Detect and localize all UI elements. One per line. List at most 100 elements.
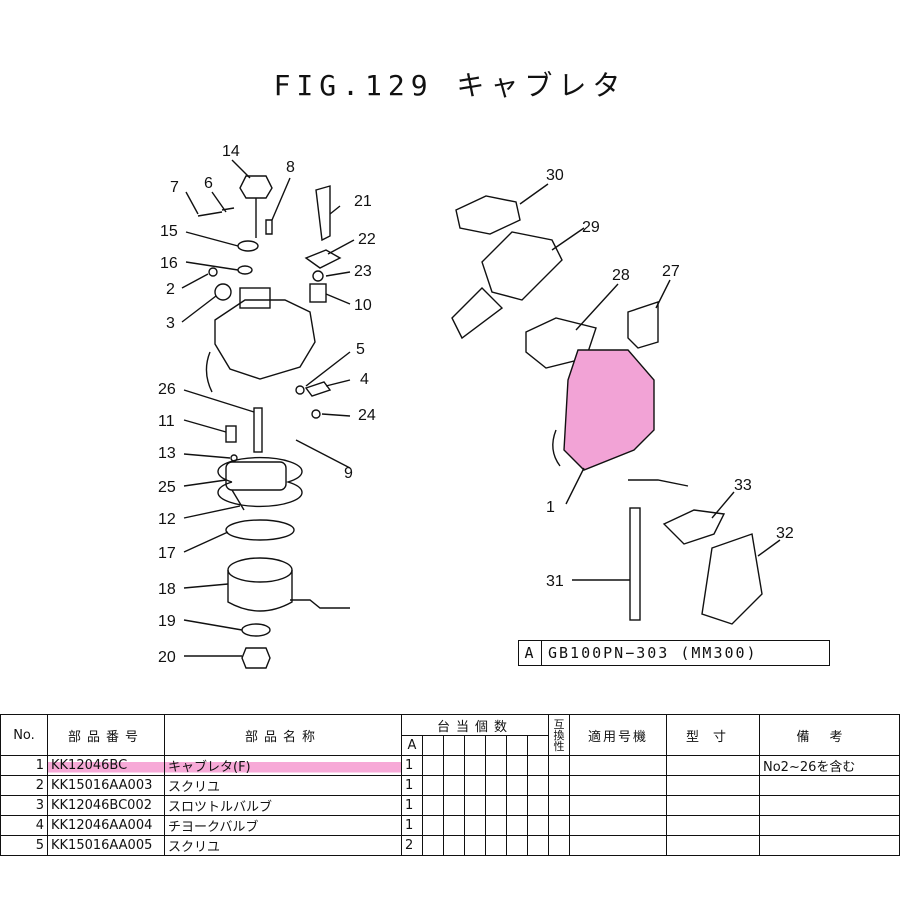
model-key: A (519, 641, 542, 665)
row-no: 4 (0, 815, 48, 836)
callout-29: 29 (582, 219, 600, 236)
callout-14: 14 (222, 143, 240, 160)
callout-11: 11 (158, 413, 175, 430)
row-part-name: スロツトルバルブ (164, 795, 402, 816)
row-part-no: KK15016AA005 (47, 835, 165, 856)
row-part-name: チヨークバルブ (164, 815, 402, 836)
qty-blank (422, 735, 444, 756)
qty-cell (464, 815, 486, 836)
qty-blank (443, 735, 465, 756)
callout-5: 5 (356, 341, 365, 358)
callout-3: 3 (166, 315, 175, 332)
qty-cell (464, 755, 486, 776)
callout-labels: 14 8 7 6 21 15 22 16 23 2 10 3 5 4 26 24… (158, 143, 794, 666)
row-no: 1 (0, 755, 48, 776)
col-no: No. (0, 714, 48, 756)
qty-cell (422, 775, 444, 796)
callout-32: 32 (776, 525, 794, 542)
callout-25: 25 (158, 479, 176, 496)
callout-18: 18 (158, 581, 176, 598)
row-remarks (759, 815, 900, 836)
col-model: 適用号機 (569, 714, 667, 756)
col-interchange: 互換性 (548, 714, 570, 756)
qty-cell (506, 835, 528, 856)
callout-17: 17 (158, 545, 176, 562)
model-value: GB100PN−303 (MM300) (548, 644, 758, 662)
size-cell (666, 775, 760, 796)
col-qty-a: A (401, 735, 423, 756)
callout-4: 4 (360, 371, 369, 388)
row-qty: 1 (401, 815, 423, 836)
row-part-name: スクリユ (164, 835, 402, 856)
qty-cell (527, 775, 549, 796)
callout-10: 10 (354, 297, 372, 314)
qty-cell (527, 795, 549, 816)
qty-cell (485, 775, 507, 796)
exploded-parts-diagram: 14 8 7 6 21 15 22 16 23 2 10 3 5 4 26 24… (158, 143, 794, 669)
size-cell (666, 795, 760, 816)
qty-cell (506, 815, 528, 836)
callout-27: 27 (662, 263, 680, 280)
interchange-cell (548, 835, 570, 856)
qty-cell (506, 775, 528, 796)
size-cell (666, 835, 760, 856)
qty-cell (443, 835, 465, 856)
qty-cell (422, 815, 444, 836)
callout-33: 33 (734, 477, 752, 494)
callout-19: 19 (158, 613, 176, 630)
qty-cell (485, 795, 507, 816)
callout-13: 13 (158, 445, 176, 462)
qty-cell (464, 795, 486, 816)
callout-21: 21 (354, 193, 372, 210)
model-cell (569, 815, 667, 836)
qty-blank (527, 735, 549, 756)
carburetor-assembly-right (451, 195, 763, 625)
qty-cell (422, 795, 444, 816)
interchange-cell (548, 755, 570, 776)
model-cell (569, 795, 667, 816)
qty-cell (443, 775, 465, 796)
qty-cell (527, 755, 549, 776)
qty-cell (485, 835, 507, 856)
callout-16: 16 (160, 255, 178, 272)
qty-cell (443, 815, 465, 836)
callout-26: 26 (158, 381, 176, 398)
row-part-name: スクリユ (164, 775, 402, 796)
row-qty: 1 (401, 795, 423, 816)
qty-blank (506, 735, 528, 756)
size-cell (666, 815, 760, 836)
callout-24: 24 (358, 407, 376, 424)
callout-12: 12 (158, 511, 176, 528)
row-remarks: No2~26を含む (759, 755, 900, 776)
qty-cell (485, 755, 507, 776)
row-part-no: KK15016AA003 (47, 775, 165, 796)
leader-lines-right (519, 183, 781, 581)
model-cell (569, 775, 667, 796)
qty-cell (443, 755, 465, 776)
figure-title: FIG.129 キャブレタ (273, 69, 627, 102)
col-qty: 台当個数 (401, 714, 549, 736)
col-size: 型寸 (666, 714, 760, 756)
carburetor-exploded-left (197, 175, 350, 669)
callout-22: 22 (358, 231, 376, 248)
callout-28: 28 (612, 267, 630, 284)
row-remarks (759, 775, 900, 796)
callout-2: 2 (166, 281, 175, 298)
row-no: 5 (0, 835, 48, 856)
qty-cell (422, 835, 444, 856)
qty-cell (464, 835, 486, 856)
qty-blank (464, 735, 486, 756)
interchange-cell (548, 815, 570, 836)
callout-9: 9 (344, 465, 353, 482)
qty-cell (527, 815, 549, 836)
qty-cell (443, 795, 465, 816)
callout-1: 1 (546, 499, 555, 516)
row-part-no: KK12046BC002 (47, 795, 165, 816)
row-remarks (759, 835, 900, 856)
callout-8: 8 (286, 159, 295, 176)
callout-23: 23 (354, 263, 372, 280)
